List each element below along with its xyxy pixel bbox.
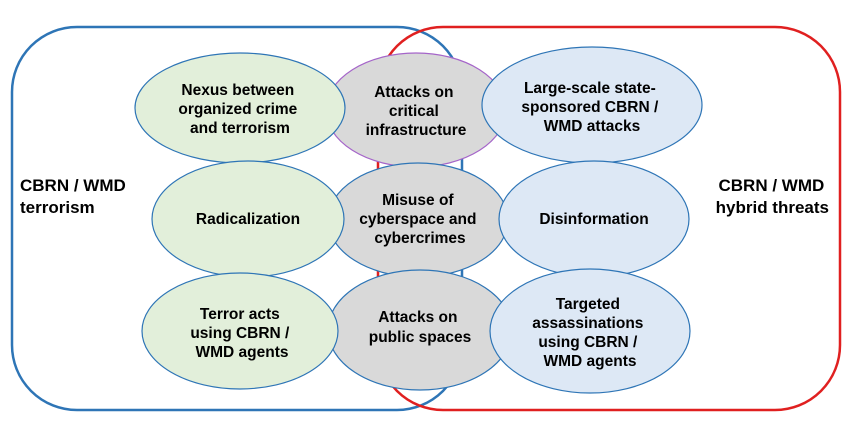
node-assassinations-line-4: WMD agents xyxy=(544,353,637,370)
node-terror-acts-line-1: Terror acts xyxy=(200,306,280,323)
node-cyberspace-line-1: Misuse of xyxy=(382,192,454,209)
node-state-sponsored-line-3: WMD attacks xyxy=(544,118,640,135)
node-radicalization-line-1: Radicalization xyxy=(196,211,300,228)
node-critical-infrastructure-line-3: infrastructure xyxy=(366,122,467,139)
node-terror-acts-ellipse xyxy=(141,272,339,390)
node-public-spaces-line-2: public spaces xyxy=(369,329,472,346)
node-assassinations-label: Targeted assassinations using CBRN / WMD… xyxy=(532,296,647,370)
node-cyberspace-line-3: cybercrimes xyxy=(374,230,465,247)
left-group-label-line-2: terrorism xyxy=(20,198,95,217)
node-public-spaces-label: Attacks on public spaces xyxy=(369,309,472,346)
node-assassinations-line-1: Targeted xyxy=(556,296,620,313)
node-state-sponsored-label: Large-scale state- sponsored CBRN / WMD … xyxy=(521,80,662,135)
node-cyberspace-label: Misuse of cyberspace and cybercrimes xyxy=(359,192,481,247)
node-assassinations-line-3: using CBRN / xyxy=(538,334,638,351)
right-group-label-line-2: hybrid threats xyxy=(716,198,829,217)
node-disinformation-label: Disinformation xyxy=(539,211,648,228)
node-critical-infrastructure-line-2: critical xyxy=(389,103,439,120)
right-group-label-line-1: CBRN / WMD xyxy=(719,176,825,195)
node-assassinations-line-2: assassinations xyxy=(532,315,643,332)
node-terror-acts-line-3: WMD agents xyxy=(196,344,289,361)
node-cyberspace-line-2: cyberspace and xyxy=(359,211,476,228)
left-group-label-line-1: CBRN / WMD xyxy=(20,176,126,195)
node-nexus-label: Nexus between organized crime and terror… xyxy=(178,82,301,137)
node-terror-acts-line-2: using CBRN / xyxy=(190,325,290,342)
node-state-sponsored-line-1: Large-scale state- xyxy=(524,80,656,97)
node-critical-infrastructure-label: Attacks on critical infrastructure xyxy=(366,84,467,139)
node-state-sponsored-line-2: sponsored CBRN / xyxy=(521,99,659,116)
node-disinformation-line-1: Disinformation xyxy=(539,211,648,228)
node-critical-infrastructure-line-1: Attacks on xyxy=(374,84,453,101)
right-group-label: CBRN / WMD hybrid threats xyxy=(716,176,829,217)
node-nexus-line-1: Nexus between xyxy=(181,82,294,99)
node-assassinations-ellipse xyxy=(489,268,691,394)
node-public-spaces-line-1: Attacks on xyxy=(378,309,457,326)
node-nexus-line-2: organized crime xyxy=(178,101,297,118)
node-terror-acts-label: Terror acts using CBRN / WMD agents xyxy=(190,306,293,361)
node-radicalization-label: Radicalization xyxy=(196,211,300,228)
left-group-label: CBRN / WMD terrorism xyxy=(20,176,131,217)
node-nexus-line-3: and terrorism xyxy=(190,120,290,137)
